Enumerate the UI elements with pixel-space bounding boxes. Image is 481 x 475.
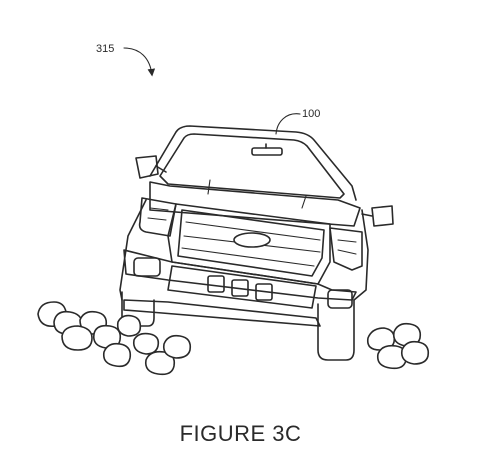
leader-arrow-315 <box>123 47 156 77</box>
right-mirror <box>371 205 394 227</box>
sensor-3 <box>255 283 273 301</box>
right-tire <box>317 299 355 361</box>
lower-valance <box>123 299 321 327</box>
right-fender <box>353 209 369 301</box>
truck <box>119 125 394 361</box>
left-headlight <box>138 197 177 237</box>
right-fog-light <box>327 289 353 309</box>
rock <box>116 314 142 337</box>
rock <box>144 350 176 376</box>
rock <box>392 322 422 347</box>
left-fender <box>119 199 147 301</box>
right-headlight <box>329 227 363 271</box>
rocks <box>37 301 430 376</box>
figure-caption: FIGURE 3C <box>179 421 302 446</box>
rock <box>162 334 192 359</box>
rock <box>132 332 160 355</box>
sensor-1 <box>207 275 225 293</box>
rock <box>400 340 430 365</box>
rock <box>102 342 132 368</box>
reference-numeral-100: 100 <box>302 108 320 120</box>
sensor-2 <box>231 279 249 297</box>
rearview-mirror <box>251 147 283 156</box>
left-fog-light <box>133 257 161 277</box>
cab-outline <box>149 125 357 201</box>
rock <box>92 324 122 350</box>
rock <box>366 327 396 351</box>
license-plate-area <box>167 265 317 309</box>
rock <box>61 325 93 351</box>
hood <box>149 181 361 227</box>
front-bumper <box>123 249 357 301</box>
reference-numeral-315: 315 <box>96 43 114 55</box>
windshield <box>159 133 345 199</box>
emblem <box>233 232 271 248</box>
